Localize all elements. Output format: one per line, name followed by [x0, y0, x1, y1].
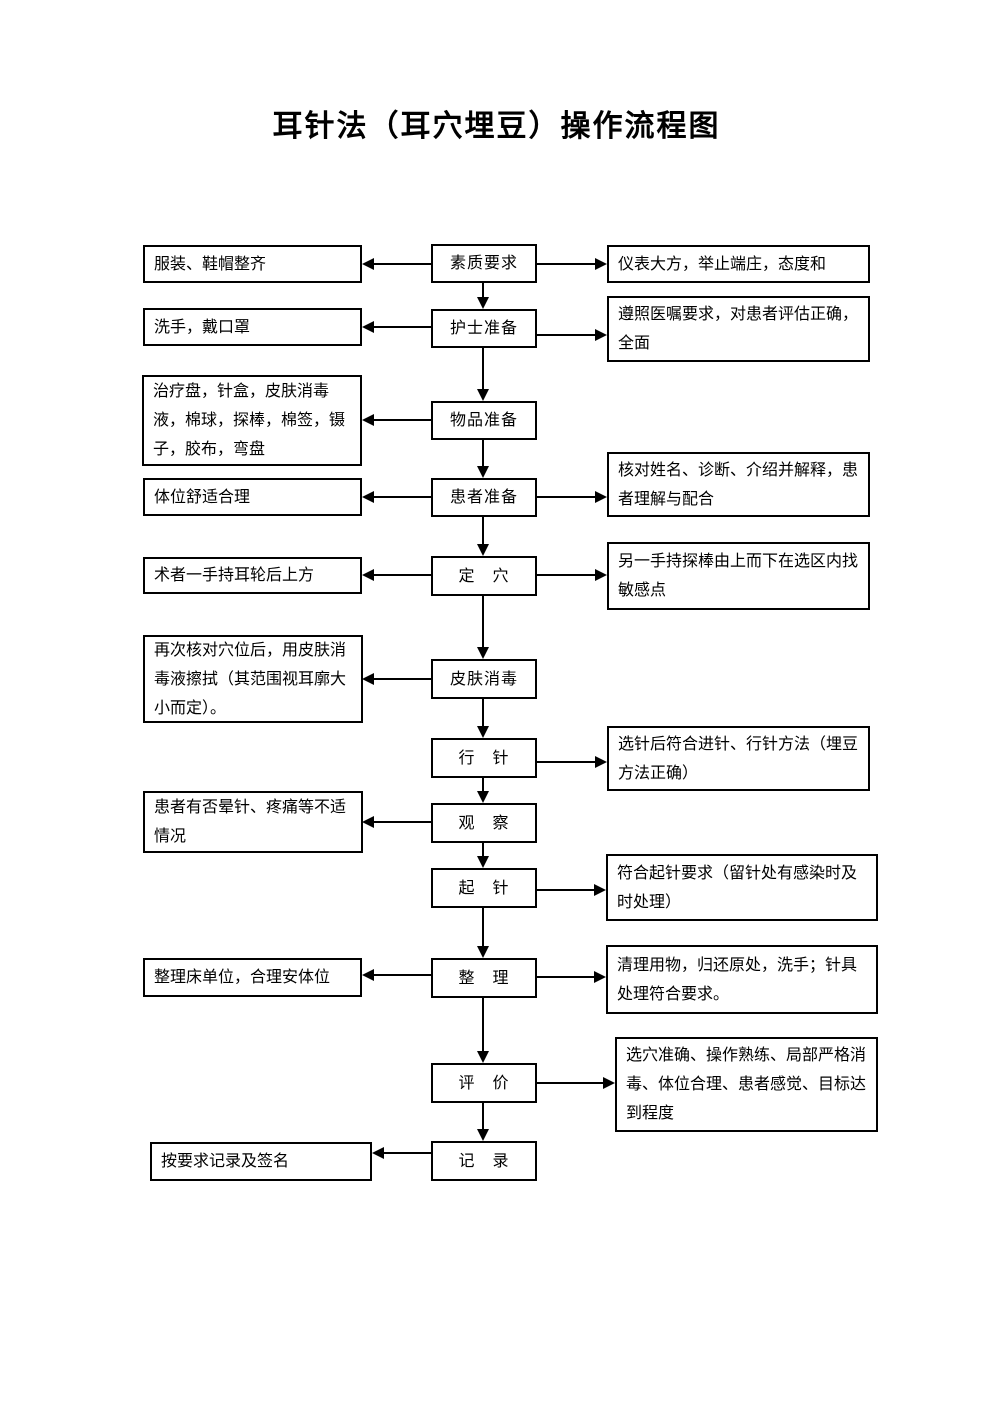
connector-line: [537, 889, 594, 891]
note-position-comfort: 体位舒适合理: [143, 478, 362, 516]
connector-line: [374, 326, 431, 328]
node-needle-removal: 起 针: [431, 868, 537, 908]
connector-line: [482, 843, 484, 857]
note-recheck-point: 再次核对穴位后，用皮肤消毒液擦拭（其范围视耳廓大小而定）。: [143, 635, 363, 723]
arrowhead-down-icon: [477, 1051, 489, 1063]
connector-line: [537, 976, 594, 978]
node-nurse-preparation: 护士准备: [431, 309, 537, 348]
node-skin-disinfection: 皮肤消毒: [431, 659, 537, 699]
node-tidying: 整 理: [431, 958, 537, 998]
note-clean-up: 清理用物，归还原处，洗手；针具处理符合要求。: [606, 945, 878, 1014]
connector-line: [374, 974, 431, 976]
arrowhead-down-icon: [477, 544, 489, 556]
arrowhead-right-icon: [595, 756, 607, 768]
arrowhead-right-icon: [595, 569, 607, 581]
arrowhead-left-icon: [362, 414, 374, 426]
arrowhead-left-icon: [362, 258, 374, 270]
connector-line: [374, 419, 431, 421]
arrowhead-right-icon: [594, 971, 606, 983]
note-wash-hands: 洗手，戴口罩: [143, 308, 362, 346]
arrowhead-right-icon: [595, 491, 607, 503]
arrowhead-left-icon: [362, 491, 374, 503]
arrowhead-right-icon: [603, 1077, 615, 1089]
connector-line: [374, 496, 431, 498]
note-needle-method: 选针后符合进针、行针方法（埋豆方法正确）: [607, 726, 870, 791]
arrowhead-right-icon: [595, 258, 607, 270]
arrowhead-left-icon: [372, 1147, 384, 1159]
arrowhead-down-icon: [477, 726, 489, 738]
node-observation: 观 察: [431, 803, 537, 843]
connector-line: [482, 283, 484, 298]
note-hold-helix: 术者一手持耳轮后上方: [143, 557, 362, 594]
arrowhead-left-icon: [362, 816, 374, 828]
connector-line: [482, 998, 484, 1052]
note-evaluation-criteria: 选穴准确、操作熟练、局部严格消毒、体位合理、患者感觉、目标达到程度: [615, 1037, 878, 1132]
node-recording: 记 录: [431, 1141, 537, 1181]
connector-line: [374, 678, 431, 680]
arrowhead-right-icon: [595, 329, 607, 341]
node-supplies-preparation: 物品准备: [431, 401, 537, 440]
arrowhead-down-icon: [477, 1129, 489, 1141]
note-patient-discomfort: 患者有否晕针、疼痛等不适情况: [143, 791, 363, 853]
note-appearance: 仪表大方，举止端庄，态度和: [607, 245, 870, 283]
node-evaluation: 评 价: [431, 1063, 537, 1103]
node-patient-preparation: 患者准备: [431, 478, 537, 517]
connector-line: [374, 574, 431, 576]
note-removal-requirement: 符合起针要求（留针处有感染时及时处理）: [606, 854, 878, 921]
arrowhead-left-icon: [362, 569, 374, 581]
connector-line: [482, 699, 484, 727]
connector-line: [537, 263, 595, 265]
node-point-location: 定 穴: [431, 556, 537, 596]
note-probe-search: 另一手持探棒由上而下在选区内找敏感点: [607, 542, 870, 610]
node-needling: 行 针: [431, 738, 537, 778]
note-follow-orders: 遵照医嘱要求，对患者评估正确，全面: [607, 296, 870, 362]
arrowhead-down-icon: [477, 466, 489, 478]
connector-line: [537, 761, 595, 763]
arrowhead-down-icon: [477, 856, 489, 868]
page-title: 耳针法（耳穴埋豆）操作流程图: [272, 110, 721, 143]
arrowhead-right-icon: [594, 884, 606, 896]
note-dress-tidy: 服装、鞋帽整齐: [143, 245, 362, 283]
arrowhead-down-icon: [477, 389, 489, 401]
connector-line: [537, 574, 595, 576]
connector-line: [537, 334, 595, 336]
node-quality-requirement: 素质要求: [431, 244, 537, 283]
note-record-sign: 按要求记录及签名: [150, 1142, 372, 1181]
connector-line: [482, 440, 484, 467]
connector-line: [374, 263, 431, 265]
connector-line: [482, 596, 484, 648]
connector-line: [384, 1152, 431, 1154]
note-tidy-bed: 整理床单位，合理安体位: [143, 958, 362, 997]
arrowhead-down-icon: [477, 647, 489, 659]
connector-line: [537, 1082, 603, 1084]
connector-line: [374, 821, 431, 823]
arrowhead-left-icon: [362, 969, 374, 981]
connector-line: [537, 496, 595, 498]
note-supplies-list: 治疗盘，针盒，皮肤消毒液，棉球，探棒，棉签，镊子，胶布，弯盘: [142, 375, 362, 466]
connector-line: [482, 908, 484, 947]
arrowhead-left-icon: [362, 673, 374, 685]
connector-line: [482, 778, 484, 792]
arrowhead-left-icon: [362, 321, 374, 333]
arrowhead-down-icon: [477, 946, 489, 958]
note-verify-identity: 核对姓名、诊断、介绍并解释，患者理解与配合: [607, 452, 870, 517]
arrowhead-down-icon: [477, 297, 489, 309]
connector-line: [482, 517, 484, 545]
arrowhead-down-icon: [477, 791, 489, 803]
connector-line: [482, 348, 484, 390]
connector-line: [482, 1103, 484, 1130]
